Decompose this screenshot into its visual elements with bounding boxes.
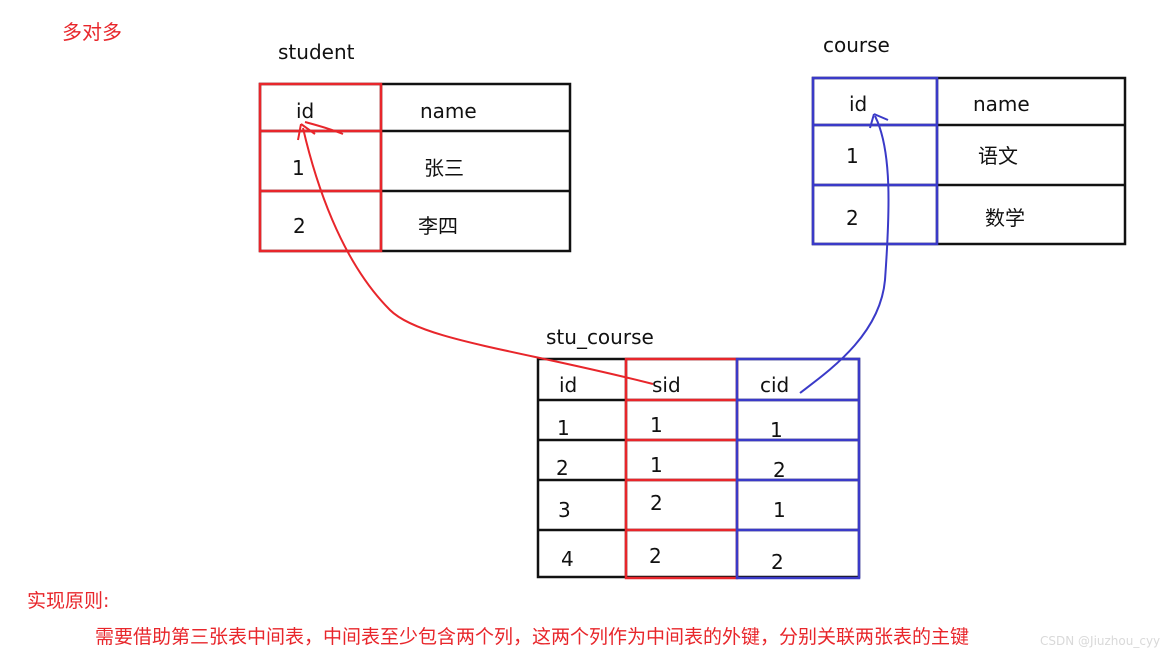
cid-to-course-id-arrow (799, 113, 890, 394)
sid-column-highlight (624, 357, 739, 580)
stu-course-header-sid: sid (652, 373, 681, 397)
student-cell: 张三 (424, 156, 464, 180)
course-table-title: course (823, 33, 890, 57)
stu-course-cell: 3 (558, 498, 571, 522)
stu-course-cell: 2 (771, 550, 784, 574)
stu-course-cell: 2 (556, 456, 569, 480)
student-table-title: student (278, 40, 355, 64)
student-cell: 李四 (418, 214, 458, 238)
stu-course-cell: 2 (649, 544, 662, 568)
course-id-column-highlight (811, 76, 939, 246)
student-id-column-highlight (258, 82, 383, 253)
stu-course-cell: 1 (650, 453, 663, 477)
stu-course-cell: 1 (773, 498, 786, 522)
sid-to-student-id-arrow (297, 121, 654, 385)
stu-course-header-id: id (559, 373, 578, 397)
watermark: CSDN @Jiuzhou_cyy (1040, 634, 1161, 648)
student-header-name: name (420, 99, 477, 123)
student-cell: 1 (292, 156, 305, 180)
stu-course-header-cid: cid (760, 373, 790, 397)
course-cell: 语文 (978, 144, 1018, 168)
stu-course-cell: 4 (561, 547, 574, 571)
stu-course-cell: 2 (650, 491, 663, 515)
principle-text: 需要借助第三张表中间表，中间表至少包含两个列，这两个列作为中间表的外键，分别关联… (95, 626, 970, 648)
principle-label: 实现原则: (27, 590, 110, 612)
course-cell: 2 (846, 206, 859, 230)
stu-course-table-title: stu_course (546, 325, 654, 349)
diagram-heading: 多对多 (62, 20, 122, 44)
stu-course-cell: 1 (650, 413, 663, 437)
student-cell: 2 (293, 214, 306, 238)
stu-course-cell: 2 (773, 458, 786, 482)
cid-column-highlight (735, 357, 861, 580)
course-header-name: name (973, 92, 1030, 116)
stu-course-cell: 1 (770, 418, 783, 442)
stu-course-table-grid (536, 357, 861, 579)
student-header-id: id (296, 99, 315, 123)
course-cell: 数学 (985, 206, 1025, 230)
course-header-id: id (849, 92, 868, 116)
stu-course-cell: 1 (557, 416, 570, 440)
course-cell: 1 (846, 144, 859, 168)
